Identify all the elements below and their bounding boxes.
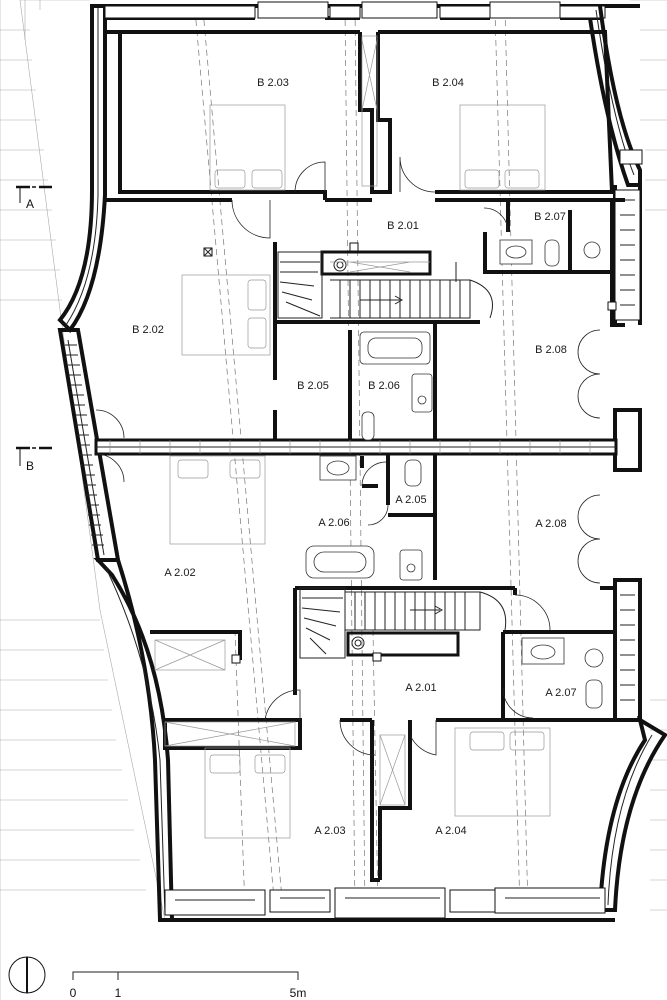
room-label-b-2-01: B 2.01 bbox=[387, 220, 419, 232]
north-arrow-icon bbox=[8, 956, 46, 994]
room-label-b-2-02: B 2.02 bbox=[132, 324, 164, 336]
section-marker-b: B bbox=[16, 446, 52, 473]
interior-walls-b bbox=[105, 30, 625, 440]
room-label-b-2-05: B 2.05 bbox=[297, 380, 329, 392]
scale-label-5m: 5m bbox=[290, 986, 307, 1000]
bathroom-fixtures bbox=[305, 239, 604, 709]
outer-walls bbox=[57, 1, 667, 922]
room-label-a-2-01: A 2.01 bbox=[405, 682, 436, 694]
room-label-a-2-02: A 2.02 bbox=[164, 567, 195, 579]
room-label-a-2-03: A 2.03 bbox=[314, 825, 345, 837]
room-label-a-2-06: A 2.06 bbox=[318, 517, 349, 529]
room-label-a-2-08: A 2.08 bbox=[535, 518, 566, 530]
room-label-b-2-03: B 2.03 bbox=[257, 77, 289, 89]
section-label-b: B bbox=[26, 459, 34, 473]
room-label-a-2-04: A 2.04 bbox=[435, 825, 466, 837]
room-label-b-2-07: B 2.07 bbox=[534, 211, 566, 223]
scale-label-1: 1 bbox=[115, 986, 122, 1000]
room-labels-b: B 2.03 B 2.04 B 2.01 B 2.07 B 2.02 B 2.0… bbox=[132, 77, 567, 392]
furniture bbox=[154, 35, 551, 839]
stair-b bbox=[277, 251, 493, 319]
scale-label-0: 0 bbox=[70, 986, 77, 1000]
roof-hatching-right bbox=[630, 0, 667, 911]
party-wall bbox=[94, 438, 618, 456]
room-label-a-2-05: A 2.05 bbox=[395, 494, 426, 506]
room-label-a-2-07: A 2.07 bbox=[545, 687, 576, 699]
room-labels-a: A 2.05 A 2.06 A 2.08 A 2.02 A 2.01 A 2.0… bbox=[164, 494, 576, 837]
section-marker-a: A bbox=[16, 185, 52, 211]
room-label-b-2-04: B 2.04 bbox=[432, 77, 464, 89]
room-label-b-2-08: B 2.08 bbox=[535, 344, 567, 356]
scale-bar: 0 1 5m bbox=[70, 971, 307, 1000]
room-label-b-2-06: B 2.06 bbox=[368, 380, 400, 392]
roof-hatching-left bbox=[0, 0, 166, 1000]
stair-a bbox=[299, 587, 507, 659]
section-label-a: A bbox=[26, 197, 34, 211]
door-swings bbox=[95, 156, 601, 756]
